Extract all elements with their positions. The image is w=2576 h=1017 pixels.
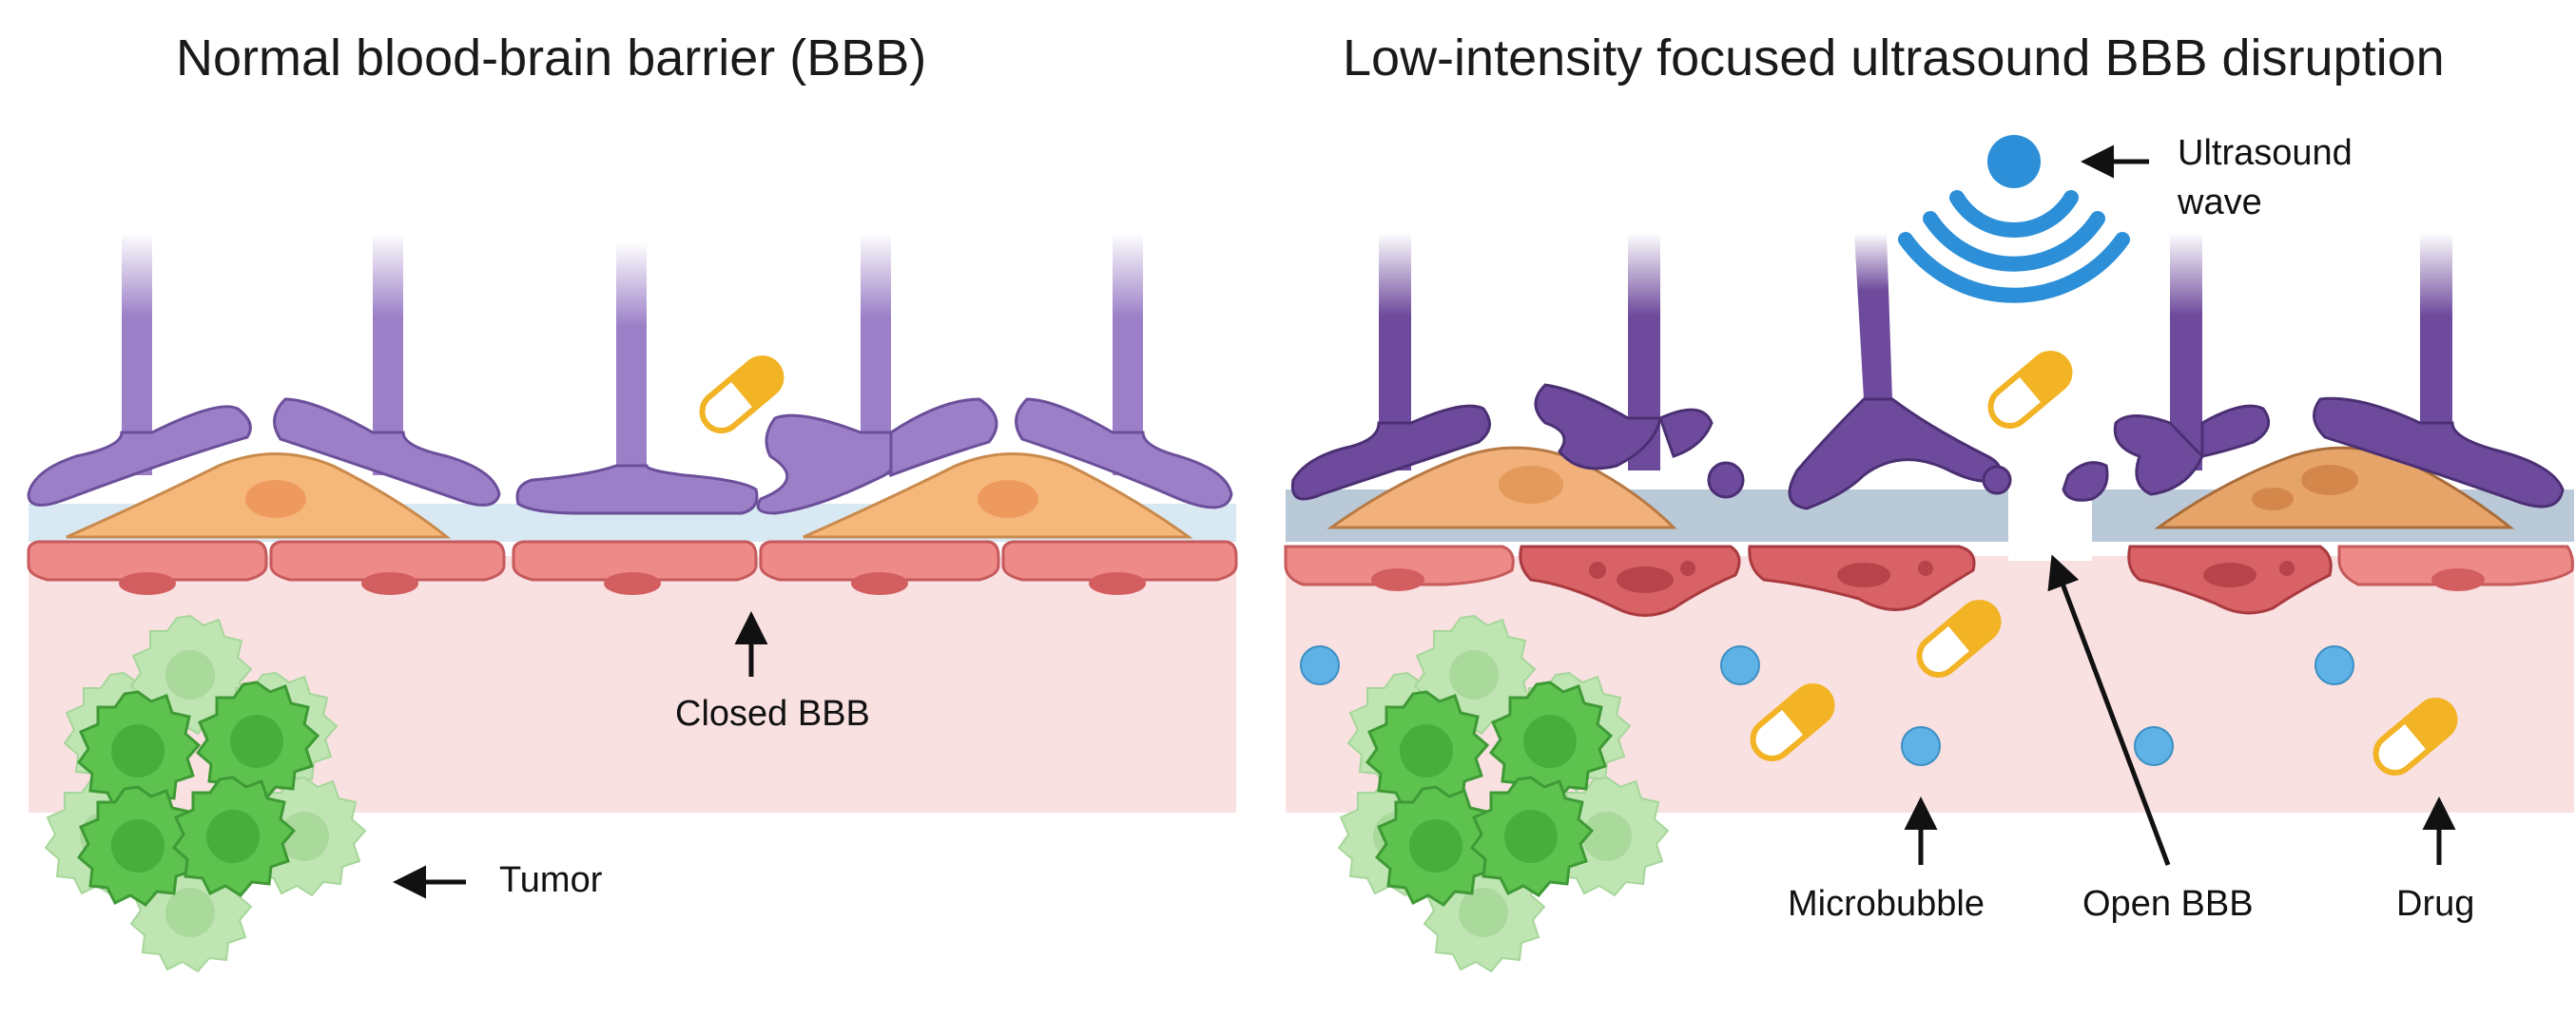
drug-capsule: [1916, 600, 2002, 678]
astrocyte-endfoot: [2113, 414, 2204, 496]
label-closed-bbb: Closed BBB: [675, 694, 870, 734]
drug-capsule: [2373, 698, 2458, 776]
astrocyte-endfoot: [1015, 397, 1233, 509]
normal-bbb-panel: [27, 233, 1238, 972]
ultrasound-wave-icon: [1898, 135, 2130, 303]
endothelial-cell: [27, 540, 268, 595]
microbubble: [2315, 645, 2354, 685]
astrocyte-endfoot: [1788, 397, 2002, 510]
title-focused-ultrasound: Low-intensity focused ultrasound BBB dis…: [1343, 29, 2445, 86]
astrocyte-endfoot: [273, 397, 501, 507]
endothelial-cell: [1284, 545, 1515, 591]
endothelial-cell: [1519, 545, 1741, 617]
label-ultrasound-line1: Ultrasound: [2178, 133, 2353, 173]
astrocyte-endfoot: [1290, 404, 1491, 501]
astrocyte-endfoot: [27, 405, 252, 507]
pericyte: [803, 452, 1193, 539]
astrocyte-process: [1854, 233, 1892, 399]
astrocyte-endfoot: [1658, 408, 1714, 458]
astrocyte-endfoot: [2200, 404, 2271, 458]
microbubble: [1901, 726, 1941, 766]
endothelial-cell: [269, 540, 506, 595]
label-drug: Drug: [2396, 884, 2475, 924]
pericyte: [66, 452, 452, 539]
open-bbb-arrow: [2047, 554, 2171, 866]
astrocyte-fragment: [1707, 461, 1745, 499]
endothelial-cell: [1001, 540, 1238, 595]
label-microbubble: Microbubble: [1788, 884, 1985, 924]
endothelial-cell: [2337, 545, 2574, 591]
drug-capsule: [1750, 683, 1835, 761]
endothelial-cell: [512, 540, 758, 595]
drug-capsule: [699, 355, 784, 433]
title-normal-bbb: Normal blood-brain barrier (BBB): [176, 29, 927, 86]
astrocyte-fragment: [1982, 465, 2012, 495]
disrupted-bbb-panel: [1284, 135, 2574, 972]
microbubble: [2134, 726, 2174, 766]
astrocyte-endfoot: [1534, 383, 1662, 470]
astrocyte-endfoot: [756, 413, 902, 515]
astrocyte-process: [616, 242, 647, 485]
pericyte: [2154, 446, 2515, 529]
label-tumor: Tumor: [499, 860, 603, 900]
microbubble: [1720, 645, 1760, 685]
label-open-bbb: Open BBB: [2082, 884, 2254, 924]
astrocyte-endfoot: [2313, 396, 2565, 508]
astrocyte-endfoot: [515, 464, 759, 515]
astrocyte-endfoot: [889, 397, 998, 478]
label-ultrasound-line2: wave: [2178, 182, 2262, 222]
endothelial-cell: [759, 540, 1000, 595]
drug-capsule: [1987, 351, 2073, 429]
endothelial-cell: [1748, 545, 1976, 611]
astrocyte-fragment: [2062, 461, 2109, 502]
endothelial-cell: [2127, 545, 2333, 615]
microbubble: [1300, 645, 1340, 685]
